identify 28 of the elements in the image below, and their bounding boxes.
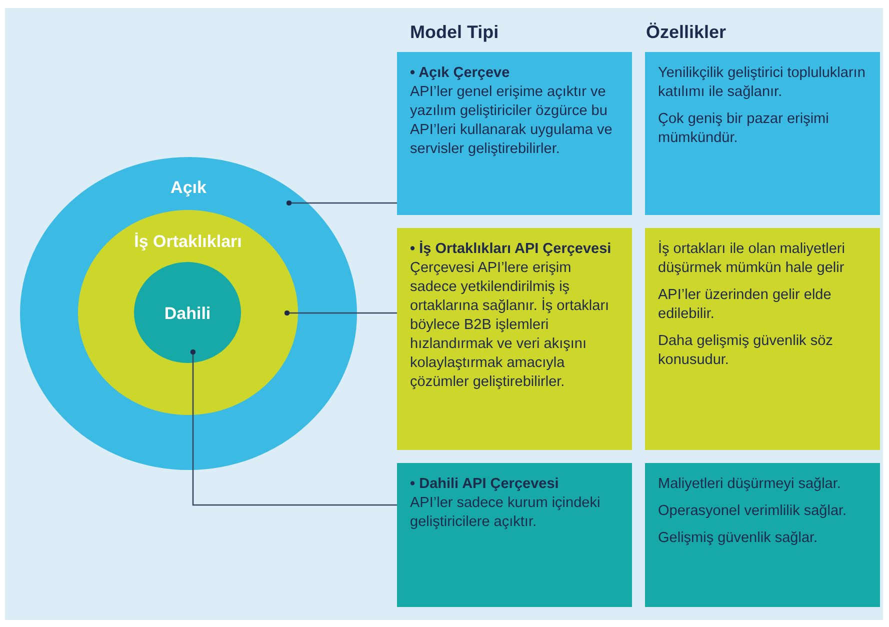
card-text: Çerçevesi API’lere erişim sadece yetkilendirilmiş iş ortaklarına sağlanır. İş ortakları böylece B2B işlemleri hızlandırmak ve veri akışını kolaylaştırmak amacıyla çözümler geliştirebilirler. bbox=[410, 259, 610, 392]
model-type-card bbox=[397, 52, 632, 215]
feature-text: Maliyetleri düşürmeyi sağlar. bbox=[658, 475, 842, 494]
feature-text: Çok geniş bir pazar erişimi mümkündür. bbox=[658, 110, 830, 148]
feature-text: Gelişmiş güvenlik sağlar. bbox=[658, 529, 819, 548]
ring-label: Açık bbox=[170, 178, 206, 198]
feature-text: API’ler üzerinden gelir elde edilebilir. bbox=[658, 286, 832, 324]
model-type-card bbox=[397, 463, 632, 607]
feature-text: Operasyonel verimlilik sağlar. bbox=[658, 502, 848, 521]
card-text: API’ler sadece kurum içindeki geliştiricilere açıktır. bbox=[410, 494, 602, 532]
feature-text: Yenilikçilik geliştirici toplulukların katılımı ile sağlanır. bbox=[658, 64, 866, 102]
ring-label: İş Ortaklıkları bbox=[134, 232, 242, 252]
column-header: Özellikler bbox=[646, 22, 726, 43]
card-text: API’ler genel erişime açıktır ve yazılım geliştiriciler özgürce bu API’leri kullanarak uygulama ve servisler geliştirebilirler. bbox=[410, 83, 614, 159]
leader-line bbox=[190, 349, 397, 506]
card-heading: • İş Ortaklıkları API Çerçevesi bbox=[410, 240, 612, 259]
leader-line bbox=[284, 310, 397, 316]
feature-text: İş ortakları ile olan maliyetleri düşürmek mümkün hale gelir bbox=[658, 240, 846, 278]
feature-card bbox=[645, 52, 880, 215]
feature-text: Daha gelişmiş güvenlik söz konusudur. bbox=[658, 332, 834, 370]
card-heading: • Açık Çerçeve bbox=[410, 64, 511, 83]
column-header: Model Tipi bbox=[410, 22, 499, 43]
ring-label: Dahili bbox=[164, 304, 211, 324]
card-heading: • Dahili API Çerçevesi bbox=[410, 475, 560, 494]
model-type-card bbox=[397, 228, 632, 450]
leader-line bbox=[286, 200, 397, 206]
feature-card bbox=[645, 228, 880, 450]
feature-card bbox=[645, 463, 880, 607]
